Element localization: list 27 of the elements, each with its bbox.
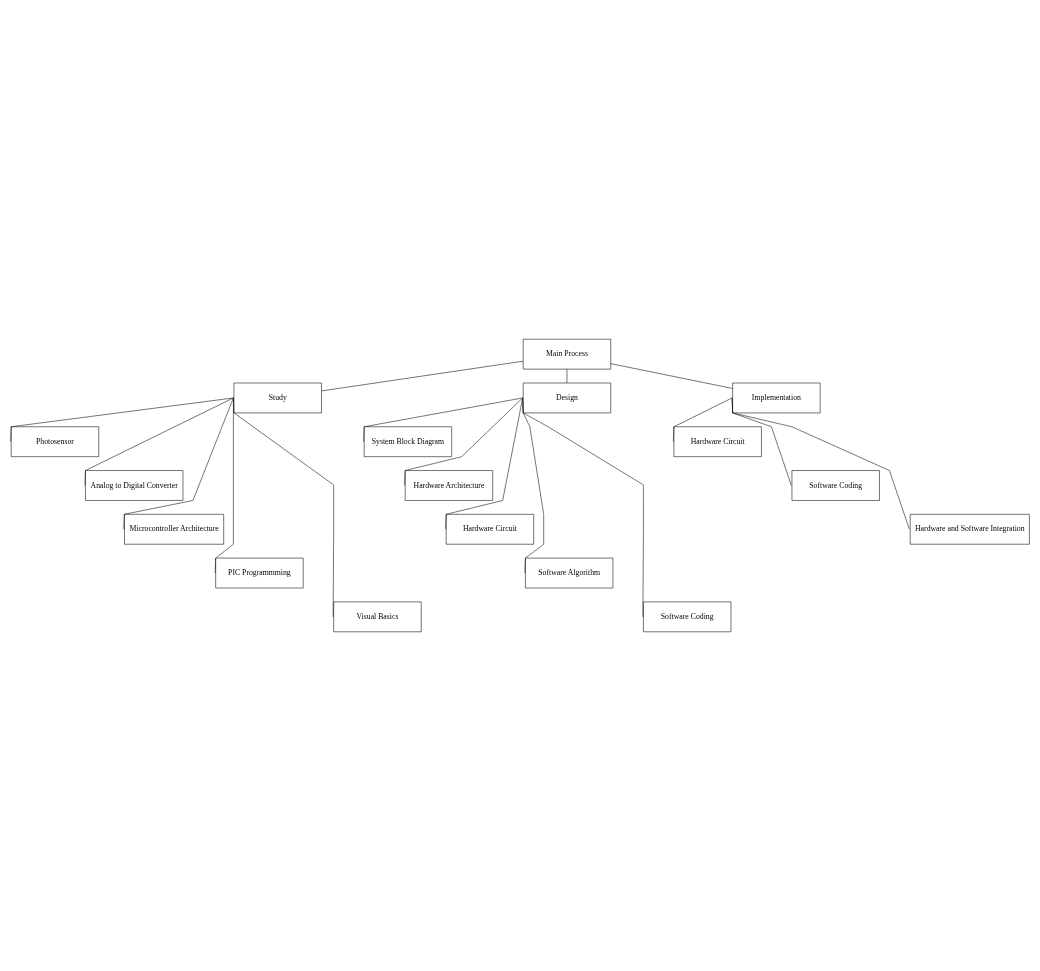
node-box: Implementation [732,382,821,414]
node-box: PIC Programmming [215,557,304,589]
node-box: Microcontroller Architecture [124,514,224,545]
node-box: Design [522,382,611,414]
node-box: Hardware Architecture [404,470,493,501]
node-box: Study [233,382,322,414]
connector [363,397,523,442]
node-box: Hardware Circuit [673,426,762,457]
node-box: Hardware Circuit [445,514,534,545]
node-box: Main Process [522,338,611,370]
node-box: Software Coding [643,601,732,633]
node-box: Visual Basics [333,601,422,633]
connector [522,397,644,618]
connector [445,397,523,530]
node-box: System Block Diagram [363,426,452,457]
node-box: Hardware and Software Integration [909,514,1030,545]
node-box: Photosensor [10,426,99,457]
connector [84,397,234,486]
node-box: Software Algorithm [525,557,614,589]
connector [731,397,910,530]
connector [233,397,334,618]
connector [10,397,234,442]
connector [123,397,234,530]
connector [673,397,733,442]
node-box: Analog to Digital Converter [85,470,184,501]
node-box: Software Coding [791,470,880,501]
connector [404,397,523,486]
